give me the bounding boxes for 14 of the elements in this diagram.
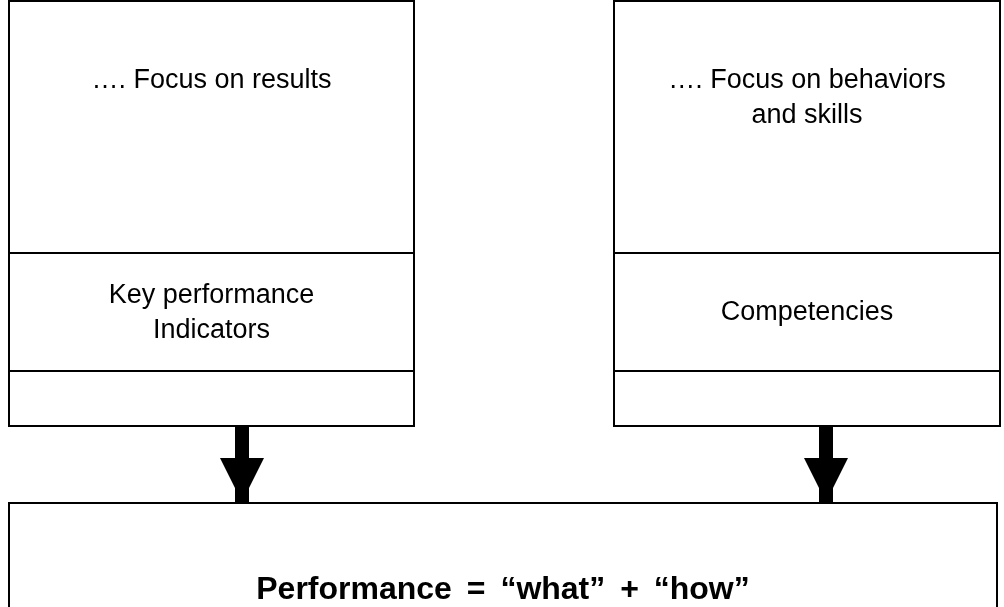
text-box — [613, 252, 1001, 372]
text-box — [8, 0, 415, 254]
empty-box — [613, 370, 1001, 427]
text-box — [8, 502, 998, 607]
box-label: …. Focus on results — [91, 63, 332, 96]
empty-box — [8, 370, 415, 427]
text-box — [613, 0, 1001, 254]
text-box — [8, 252, 415, 372]
formula-text: Performance = “what” + “how” — [256, 569, 750, 607]
box-label: …. Focus on behaviors and skills — [667, 63, 947, 132]
box-label: Competencies — [720, 295, 894, 329]
block-arrow — [804, 427, 848, 502]
box-label: Key performance Indicators — [107, 277, 316, 346]
block-arrow — [220, 427, 264, 502]
